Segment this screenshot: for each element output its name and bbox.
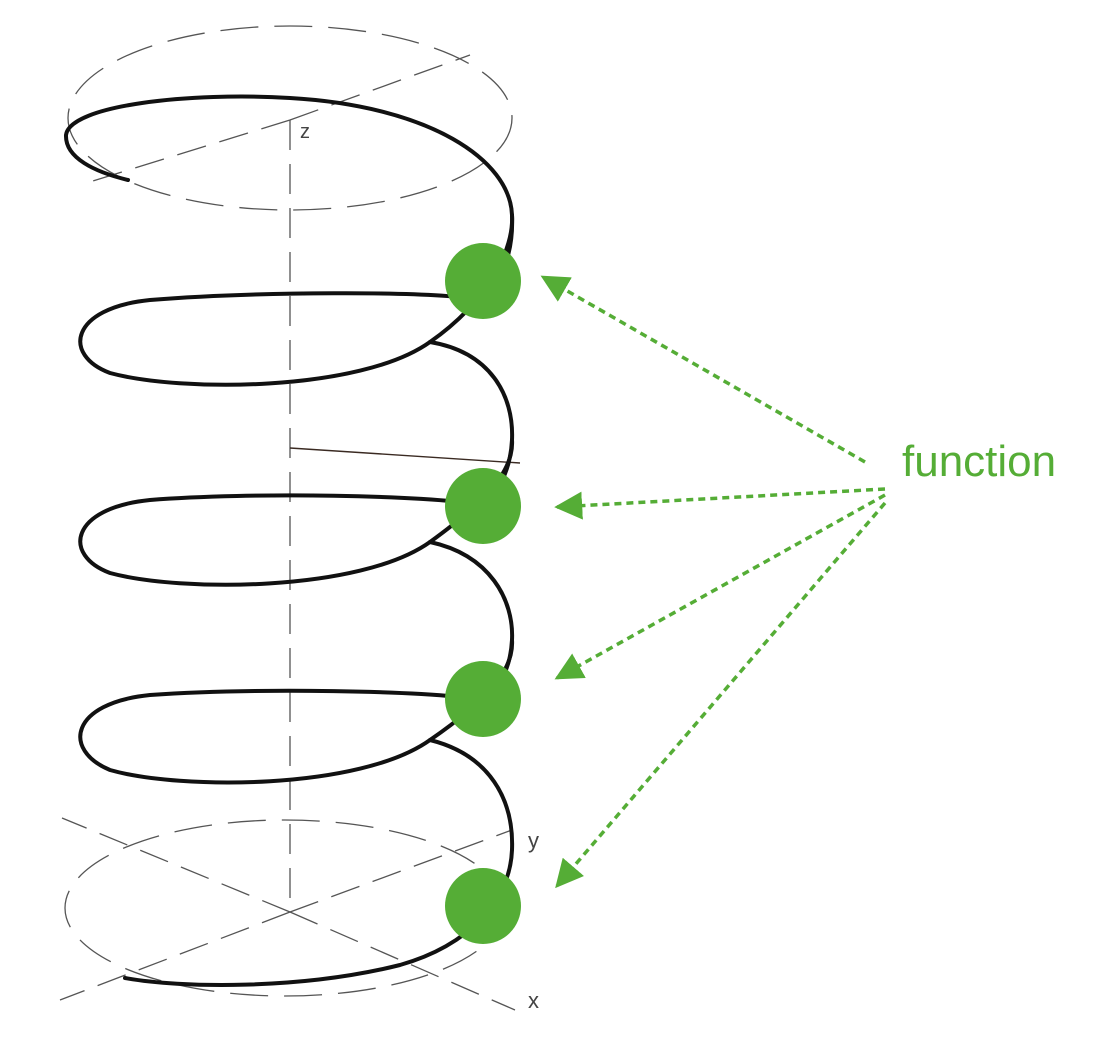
- function-points: [445, 243, 521, 944]
- x-axis-back-line: [59, 911, 291, 1001]
- top-axis-guide-1: [79, 119, 291, 186]
- arrow-to-point-2: [554, 487, 886, 520]
- top-dashed-ellipse: [67, 25, 513, 211]
- point-2: [445, 468, 521, 544]
- helix-turn-top: [63, 94, 515, 302]
- y-axis-line: [289, 829, 513, 913]
- function-label: function: [902, 437, 1056, 486]
- reference-cylinder: [64, 25, 513, 997]
- point-4: [445, 868, 521, 944]
- bottom-dashed-ellipse: [64, 819, 506, 997]
- y-axis-label: y: [528, 828, 539, 853]
- radius-line: [289, 447, 521, 464]
- arrow-to-point-1: [540, 275, 866, 464]
- helix-curve: [63, 94, 515, 987]
- point-1: [445, 243, 521, 319]
- helix-turn-3: [78, 438, 515, 587]
- arrow-to-point-3: [554, 493, 886, 680]
- x-axis-line: [289, 911, 516, 1011]
- arrow-to-point-4: [555, 501, 887, 889]
- helix-turn-2: [78, 213, 515, 387]
- point-3: [445, 661, 521, 737]
- helix-turn-4: [78, 638, 515, 785]
- axes: [59, 54, 516, 1011]
- z-axis-label: z: [300, 121, 310, 143]
- y-axis-back-line: [61, 817, 291, 913]
- top-axis-guide-2: [289, 54, 471, 121]
- x-axis-label: x: [528, 988, 539, 1013]
- function-arrows: [540, 275, 887, 889]
